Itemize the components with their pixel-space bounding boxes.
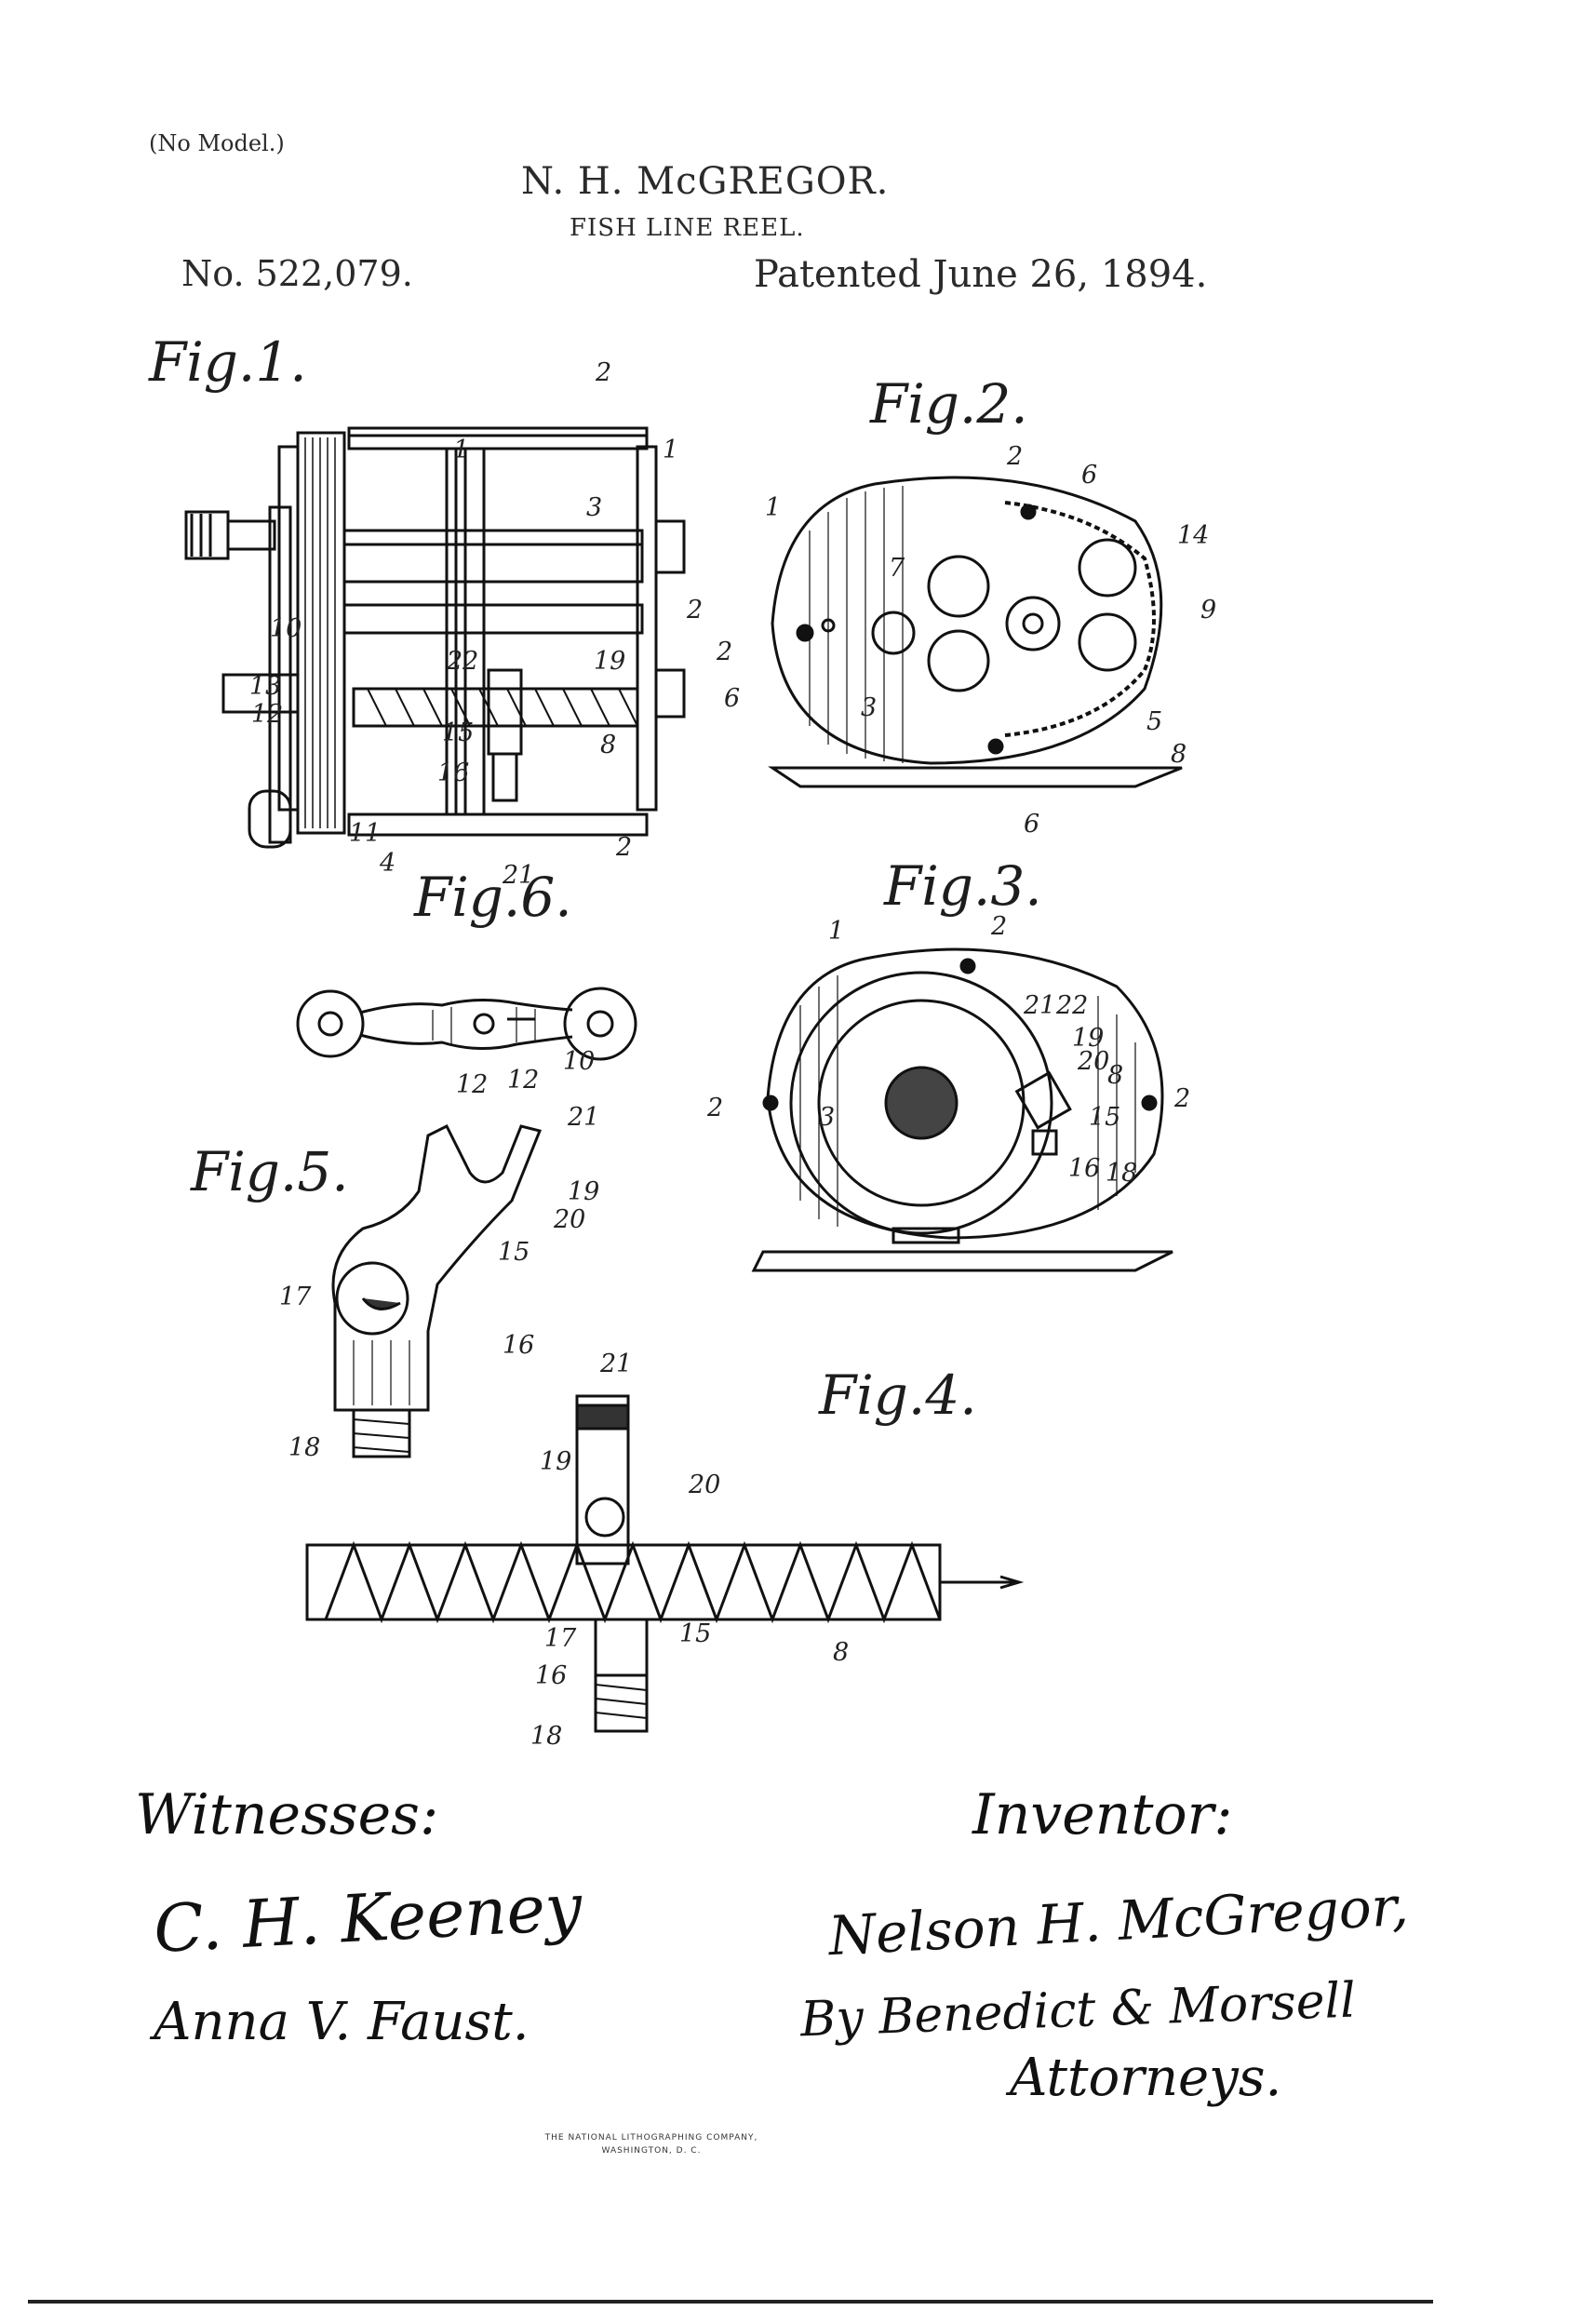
fig2-numeral: 9 xyxy=(1200,596,1217,625)
fig4-numeral: 16 xyxy=(535,1661,568,1690)
fig1-label: Fig.1. xyxy=(149,330,307,394)
fig1-numeral: 2 xyxy=(596,358,612,387)
fig1-numeral: 3 xyxy=(586,493,603,522)
fig2-numeral: 7 xyxy=(889,554,905,583)
fig3-numeral: 15 xyxy=(1089,1103,1121,1132)
fig3-drawing xyxy=(744,931,1191,1284)
fig3-numeral: 2 xyxy=(707,1094,724,1122)
fig1-numeral: 22 xyxy=(447,647,479,676)
fig4-drawing xyxy=(298,1377,1024,1750)
fig2-numeral: 14 xyxy=(1177,521,1210,550)
witness-1-signature: C. H. Keeney xyxy=(152,1869,584,1968)
printer-line-2: WASHINGTON, D. C. xyxy=(601,2146,702,2156)
attorneys-signature: By Benedict & Morsell xyxy=(799,1972,1357,2049)
fig6-drawing xyxy=(293,968,647,1080)
printer-line-1: THE NATIONAL LITHOGRAPHING COMPANY, xyxy=(544,2133,758,2143)
fig3-numeral: 3 xyxy=(819,1103,836,1132)
patent-title: FISH LINE REEL. xyxy=(570,214,805,242)
patent-date: Patented June 26, 1894. xyxy=(754,253,1208,296)
fig2-numeral: 6 xyxy=(1081,461,1098,490)
fig1-numeral: 8 xyxy=(600,731,617,759)
fig2-drawing xyxy=(744,456,1191,791)
witnesses-label: Witnesses: xyxy=(135,1782,439,1847)
fig5-numeral: 15 xyxy=(498,1238,530,1267)
fig1-numeral: 2 xyxy=(687,596,704,625)
fig4-numeral: 15 xyxy=(679,1619,712,1648)
fig3-numeral: 8 xyxy=(1107,1061,1124,1090)
fig1-numeral: 12 xyxy=(251,700,284,729)
fig5-numeral: 16 xyxy=(503,1331,535,1360)
bottom-border-line xyxy=(28,2300,1433,2304)
fig2-numeral: 2 xyxy=(717,638,733,666)
fig3-numeral: 18 xyxy=(1106,1159,1138,1188)
fig2-label: Fig.2. xyxy=(870,372,1028,436)
fig1-numeral: 1 xyxy=(663,436,679,464)
fig6-numeral: 12 xyxy=(507,1066,540,1095)
fig2-numeral: 1 xyxy=(765,493,782,522)
fig1-numeral: 19 xyxy=(594,647,626,676)
patent-number: No. 522,079. xyxy=(181,253,413,294)
fig3-numeral: 2 xyxy=(991,912,1008,941)
fig5-numeral: 19 xyxy=(568,1177,600,1206)
fig1-numeral: 4 xyxy=(380,849,396,878)
fig3-label: Fig.3. xyxy=(884,854,1042,918)
fig5-numeral: 21 xyxy=(568,1103,600,1132)
fig1-numeral: 2 xyxy=(616,833,633,862)
fig6-numeral: 10 xyxy=(563,1047,596,1076)
fig5-numeral: 17 xyxy=(279,1283,312,1311)
fig4-label: Fig.4. xyxy=(819,1364,977,1427)
fig1-numeral: 1 xyxy=(453,436,470,464)
fig1-numeral: 21 xyxy=(503,861,535,890)
fig4-numeral: 21 xyxy=(600,1350,633,1378)
fig1-numeral: 16 xyxy=(437,759,470,787)
fig5-numeral: 18 xyxy=(288,1433,321,1462)
fig3-numeral: 20 xyxy=(1078,1047,1110,1076)
fig3-numeral: 19 xyxy=(1072,1024,1105,1053)
fig1-drawing xyxy=(168,391,726,875)
inventor-name: N. H. McGREGOR. xyxy=(521,160,890,203)
fig1-numeral: 11 xyxy=(349,819,382,848)
fig4-numeral: 17 xyxy=(544,1624,577,1653)
fig2-numeral: 6 xyxy=(724,684,741,713)
fig6-label: Fig.6. xyxy=(414,866,572,929)
fig2-numeral: 5 xyxy=(1146,707,1163,736)
fig5-numeral: 20 xyxy=(554,1205,586,1234)
fig5-label: Fig.5. xyxy=(191,1140,349,1203)
fig1-numeral: 15 xyxy=(442,719,475,747)
fig1-numeral: 13 xyxy=(249,672,282,701)
fig3-numeral: 1 xyxy=(828,917,845,946)
fig2-numeral: 2 xyxy=(1007,442,1024,471)
fig4-numeral: 19 xyxy=(540,1447,572,1476)
inventor-label: Inventor: xyxy=(972,1782,1233,1847)
fig2-numeral: 8 xyxy=(1171,740,1187,769)
fig6-numeral: 12 xyxy=(456,1070,489,1099)
fig1-numeral: 10 xyxy=(270,614,302,643)
fig4-numeral: 8 xyxy=(833,1638,850,1667)
fig3-numeral: 21 xyxy=(1024,991,1056,1020)
fig4-numeral: 18 xyxy=(530,1722,563,1751)
witness-2-signature: Anna V. Faust. xyxy=(154,1992,530,2052)
fig4-numeral: 20 xyxy=(689,1471,721,1499)
fig3-numeral: 16 xyxy=(1068,1154,1101,1183)
fig5-drawing xyxy=(307,1117,549,1489)
fig3-numeral: 2 xyxy=(1174,1084,1191,1113)
fig2-numeral: 6 xyxy=(1024,810,1040,839)
model-note: (No Model.) xyxy=(149,130,285,156)
inventor-signature: Nelson H. McGregor, xyxy=(826,1874,1411,1968)
fig3-numeral: 22 xyxy=(1056,991,1089,1020)
attorneys-label: Attorneys. xyxy=(1010,2048,1282,2108)
fig2-numeral: 3 xyxy=(861,693,878,722)
